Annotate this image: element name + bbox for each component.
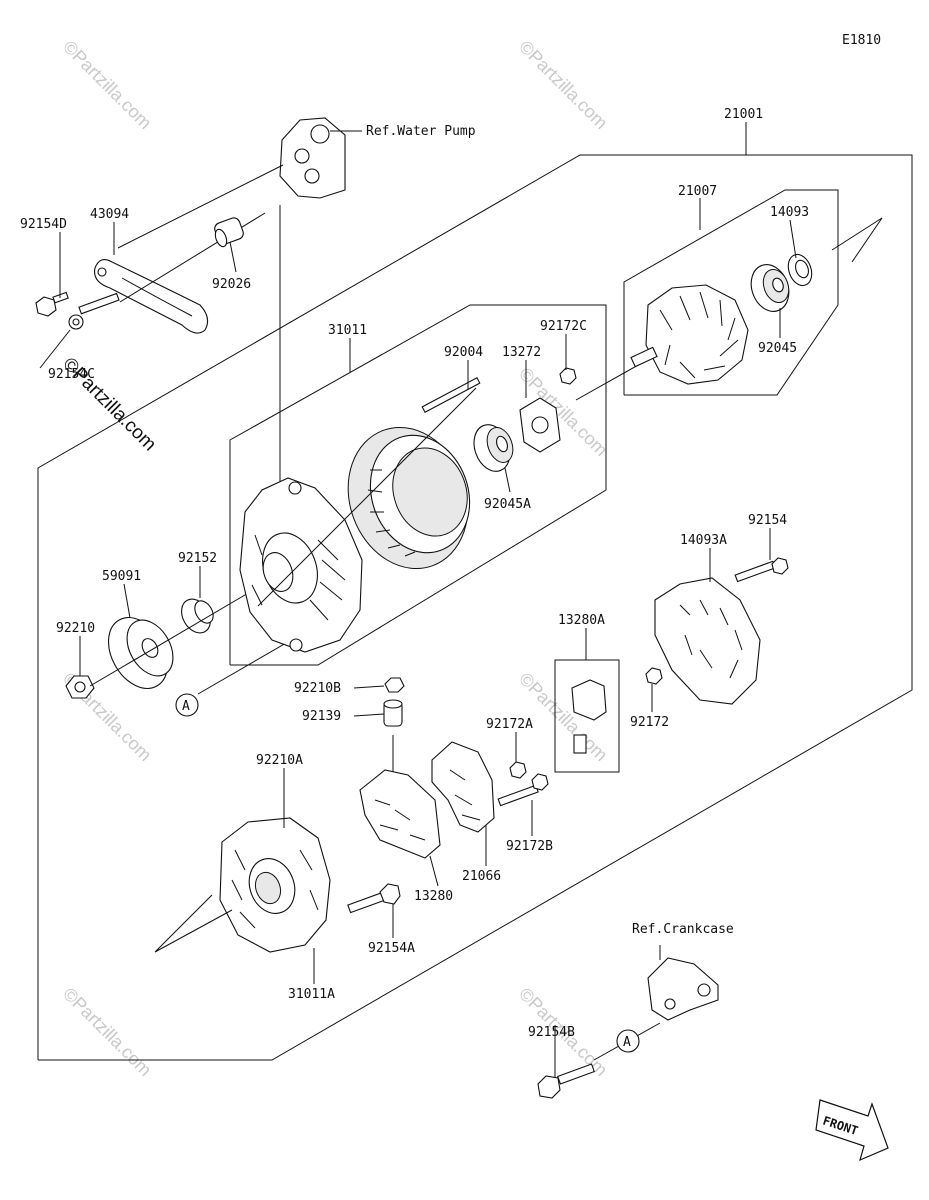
label-92045: 92045 [758, 341, 797, 356]
label-13280a: 13280A [558, 613, 605, 628]
label-92210a: 92210A [256, 753, 303, 768]
insulator-92139 [383, 699, 403, 727]
callout-a-upper: A [175, 693, 199, 717]
washer-14093 [787, 253, 813, 287]
spacer-92152 [181, 598, 214, 634]
label-92154b: 92154B [528, 1025, 575, 1040]
nut-92210b [384, 677, 405, 693]
front-arrow: FRONT [815, 1099, 889, 1162]
label-92172a: 92172A [486, 717, 533, 732]
label-92139: 92139 [302, 709, 341, 724]
direction-arrow-left [154, 894, 233, 953]
label-92210b: 92210B [294, 681, 341, 696]
rear-cover-14093a [654, 557, 789, 705]
spacer-92026 [214, 217, 244, 248]
label-92154c: 92154C [48, 367, 95, 382]
front-housing-31011 [239, 477, 363, 653]
label-92172b: 92172B [506, 839, 553, 854]
callout-marker: A [182, 699, 190, 714]
label-92172c: 92172C [540, 319, 587, 334]
nut-92210 [65, 675, 95, 699]
brush-holder-box [554, 659, 620, 773]
label-92154d: 92154D [20, 217, 67, 232]
label-31011a: 31011A [288, 987, 335, 1002]
label-59091: 59091 [102, 569, 141, 584]
label-13272: 13272 [502, 345, 541, 360]
label-92004: 92004 [444, 345, 483, 360]
gasket-13272 [519, 397, 561, 453]
callout-a-lower: A [616, 1029, 640, 1053]
bolt-92154c [68, 292, 120, 330]
leader-lines [39, 122, 797, 1078]
rotor-21007 [630, 284, 749, 385]
regulator-21066 [431, 741, 495, 833]
bolt-92154b [537, 1022, 661, 1099]
water-pump-ref: Ref.Water Pump [279, 117, 476, 199]
label-13280: 13280 [414, 889, 453, 904]
bolt-92154a [347, 883, 401, 914]
label-21066: 21066 [462, 869, 501, 884]
label-21007: 21007 [678, 184, 717, 199]
crankcase-ref: Ref.Crankcase [632, 922, 734, 1021]
rear-housing-31011a [219, 817, 331, 953]
label-31011: 31011 [328, 323, 367, 338]
bolt-92172b [497, 773, 549, 807]
bolt-92154d [35, 291, 69, 317]
label-92026: 92026 [212, 277, 251, 292]
bolt-92172c [559, 367, 577, 385]
label-92154: 92154 [748, 513, 787, 528]
watermark: ©Partzilla.com [59, 984, 155, 1080]
label-14093a: 14093A [680, 533, 727, 548]
adjuster-bracket-43094 [94, 164, 284, 334]
ref-crankcase: Ref.Crankcase [632, 922, 734, 937]
brush-holder-13280a [571, 679, 607, 754]
watermark: ©Partzilla.com [59, 37, 155, 133]
ref-water-pump: Ref.Water Pump [366, 124, 476, 139]
part-labels: 21001 21007 14093 43094 92154D 92154C 92… [20, 107, 809, 1040]
direction-arrow-right [831, 217, 883, 263]
stator-group-outline [229, 304, 607, 666]
diagram-code: E1810 [842, 33, 881, 48]
nut-92172a [509, 761, 527, 779]
label-92154a: 92154A [368, 941, 415, 956]
watermark: ©Partzilla.com [515, 37, 611, 133]
callout-marker: A [623, 1035, 631, 1050]
label-43094: 43094 [90, 207, 129, 222]
bearing-92045a [473, 424, 514, 472]
label-21001: 21001 [724, 107, 763, 122]
nut-92172 [645, 667, 663, 685]
stator [347, 426, 471, 570]
rectifier-13280 [359, 735, 441, 859]
label-92045a: 92045A [484, 497, 531, 512]
bearing-92045 [750, 264, 790, 312]
label-14093: 14093 [770, 205, 809, 220]
pulley-59091 [107, 617, 174, 689]
label-92210: 92210 [56, 621, 95, 636]
label-92172: 92172 [630, 715, 669, 730]
assembly-outline [37, 154, 913, 1061]
rotor-group-outline [623, 189, 839, 396]
label-92152: 92152 [178, 551, 217, 566]
